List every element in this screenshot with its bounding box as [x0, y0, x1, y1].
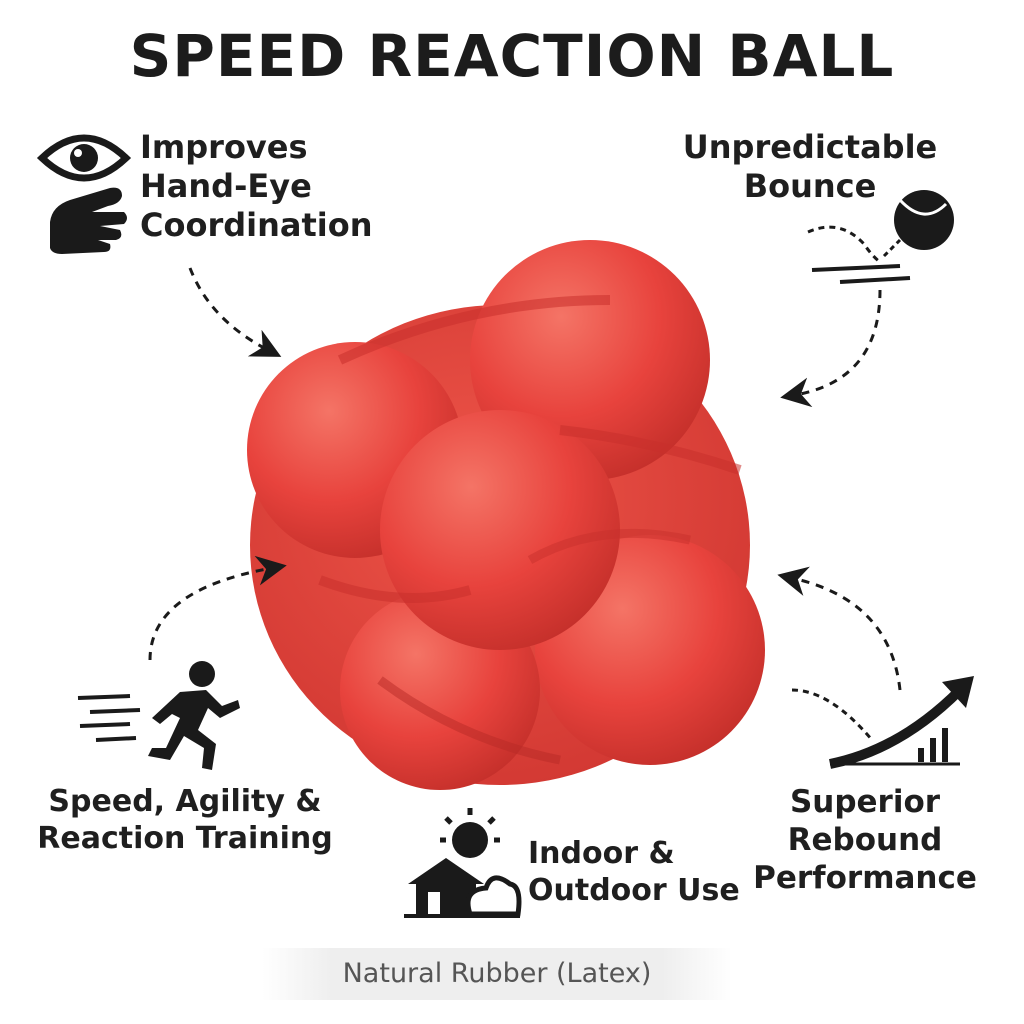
- bouncing-ball-icon: [807, 190, 954, 284]
- rising-arrow-icon: [791, 676, 974, 769]
- feature-speed: Speed, Agility & Reaction Training: [20, 784, 350, 857]
- feature-speed-line-2: Reaction Training: [37, 820, 333, 856]
- feature-hand-eye: Improves Hand-Eye Coordination: [140, 128, 373, 245]
- arrow-rebound: [777, 566, 902, 691]
- material-label: Natural Rubber (Latex): [262, 948, 732, 1000]
- feature-hand-eye-line-1: Improves: [140, 128, 308, 166]
- running-person-icon: [77, 661, 240, 770]
- feature-bounce: Unpredictable Bounce: [660, 128, 960, 206]
- feature-indoor-line-1: Indoor &: [528, 836, 675, 871]
- feature-rebound: Superior Rebound Performance: [740, 784, 990, 897]
- feature-rebound-line-1: Superior: [789, 784, 941, 820]
- arrow-hand-eye: [188, 267, 282, 357]
- feature-speed-line-1: Speed, Agility &: [48, 784, 322, 819]
- feature-hand-eye-line-3: Coordination: [140, 206, 373, 245]
- feature-hand-eye-line-2: Hand-Eye: [140, 167, 312, 206]
- house-sun-icon: [404, 808, 522, 918]
- feature-rebound-line-2: Rebound: [787, 821, 943, 858]
- feature-bounce-line-1: Unpredictable: [682, 128, 938, 166]
- feature-bounce-line-2: Bounce: [743, 167, 877, 206]
- feature-indoor-line-2: Outdoor Use: [528, 872, 740, 908]
- page-title: SPEED REACTION BALL: [129, 22, 895, 90]
- dashed-arrows: [148, 267, 902, 691]
- eye-hand-icon: [36, 134, 132, 254]
- ball-lobe-center: [380, 410, 620, 650]
- arrow-bounce: [780, 289, 882, 408]
- reaction-ball: [247, 240, 765, 790]
- arrow-speed: [148, 555, 287, 661]
- feature-rebound-line-3: Performance: [753, 859, 977, 896]
- feature-indoor: Indoor & Outdoor Use: [528, 836, 740, 909]
